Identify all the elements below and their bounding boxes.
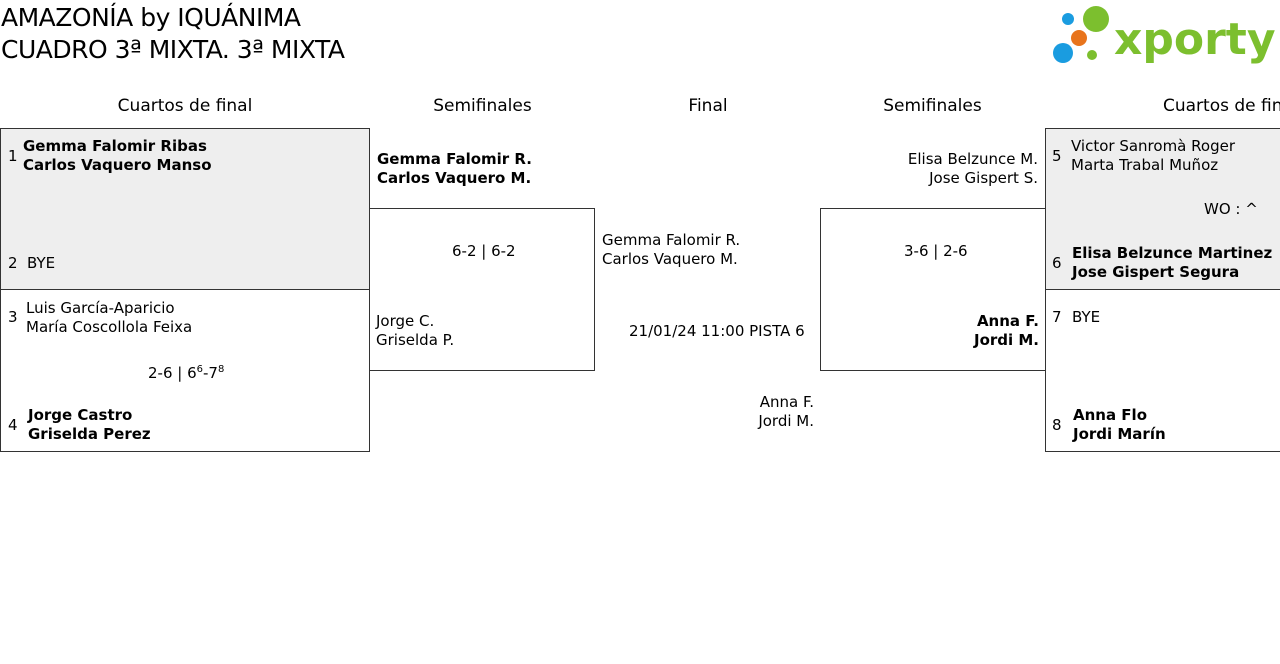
seed-number: 1 — [8, 147, 18, 165]
player-name: Carlos Vaquero Manso — [23, 156, 212, 174]
player-name: Griselda P. — [376, 331, 455, 349]
match-sf-right[interactable]: 3-6 | 2-6 Anna F. Jordi M. — [820, 208, 1046, 371]
player-name: Carlos Vaquero M. — [602, 250, 738, 268]
match-qf-right-1[interactable]: 5 Victor Sanromà Roger Marta Trabal Muño… — [1045, 128, 1280, 290]
player-name: María Coscollola Feixa — [26, 318, 193, 336]
player-name: Jorge C. — [376, 312, 435, 330]
player-name: Jose Gispert Segura — [1072, 263, 1240, 281]
tournament-title: AMAZONÍA by IQUÁNIMA — [1, 3, 301, 32]
player-name: Anna F. — [976, 312, 1039, 330]
bye-label: BYE — [1072, 308, 1101, 326]
match-score: 2-6 | 66-78 — [148, 364, 225, 382]
player-name: Jorge Castro — [28, 406, 133, 424]
seed-number: 4 — [8, 416, 18, 434]
match-qf-left-2[interactable]: 3 Luis García-Aparicio María Coscollola … — [0, 289, 370, 452]
match-schedule: 21/01/24 11:00 PISTA 6 — [629, 322, 805, 340]
player-name: Anna Flo — [1073, 406, 1148, 424]
round-header-qf-right: Cuartos de final — [1163, 96, 1280, 116]
draw-title: CUADRO 3ª MIXTA. 3ª MIXTA — [1, 35, 345, 64]
player-name: Elisa Belzunce Martinez — [1072, 244, 1273, 262]
seed-number: 2 — [8, 254, 18, 272]
player-name: Jordi Marín — [1073, 425, 1166, 443]
player-name: Jordi M. — [973, 331, 1039, 349]
match-qf-right-2[interactable]: 7 BYE 8 Anna Flo Jordi Marín — [1045, 289, 1280, 452]
player-name: Marta Trabal Muñoz — [1071, 156, 1219, 174]
match-sf-left[interactable]: 6-2 | 6-2 Jorge C. Griselda P. — [369, 208, 595, 371]
player-name: Anna F. — [759, 393, 814, 411]
player-name: Jose Gispert S. — [929, 169, 1038, 187]
seed-number: 7 — [1052, 308, 1062, 326]
seed-number: 5 — [1052, 147, 1062, 165]
match-score: 3-6 | 2-6 — [904, 242, 968, 260]
player-name: Elisa Belzunce M. — [907, 150, 1038, 168]
round-header-qf-left: Cuartos de final — [117, 96, 253, 116]
player-name: Luis García-Aparicio — [26, 299, 175, 317]
seed-number: 6 — [1052, 254, 1062, 272]
player-name: Gemma Falomir Ribas — [23, 137, 207, 155]
sf-left-winner-name: Carlos Vaquero M. — [377, 169, 532, 187]
seed-number: 8 — [1052, 416, 1062, 434]
player-name: Victor Sanromà Roger — [1071, 137, 1235, 155]
round-header-sf-left: Semifinales — [433, 96, 532, 116]
match-score: 6-2 | 6-2 — [452, 242, 516, 260]
bye-label: BYE — [27, 254, 56, 272]
round-header-final: Final — [688, 96, 728, 116]
match-qf-left-1[interactable]: 1 Gemma Falomir Ribas Carlos Vaquero Man… — [0, 128, 370, 290]
logo-text: xporty — [1114, 14, 1276, 65]
xporty-dots-icon: xporty — [1053, 6, 1276, 65]
xporty-logo: xporty — [1050, 2, 1278, 68]
seed-number: 3 — [8, 308, 18, 326]
match-score: WO : ^ — [1204, 200, 1258, 218]
round-header-sf-right: Semifinales — [883, 96, 982, 116]
sf-left-winner-name: Gemma Falomir R. — [377, 150, 532, 168]
player-name: Gemma Falomir R. — [602, 231, 741, 249]
player-name: Griselda Perez — [28, 425, 151, 443]
player-name: Jordi M. — [758, 412, 814, 430]
